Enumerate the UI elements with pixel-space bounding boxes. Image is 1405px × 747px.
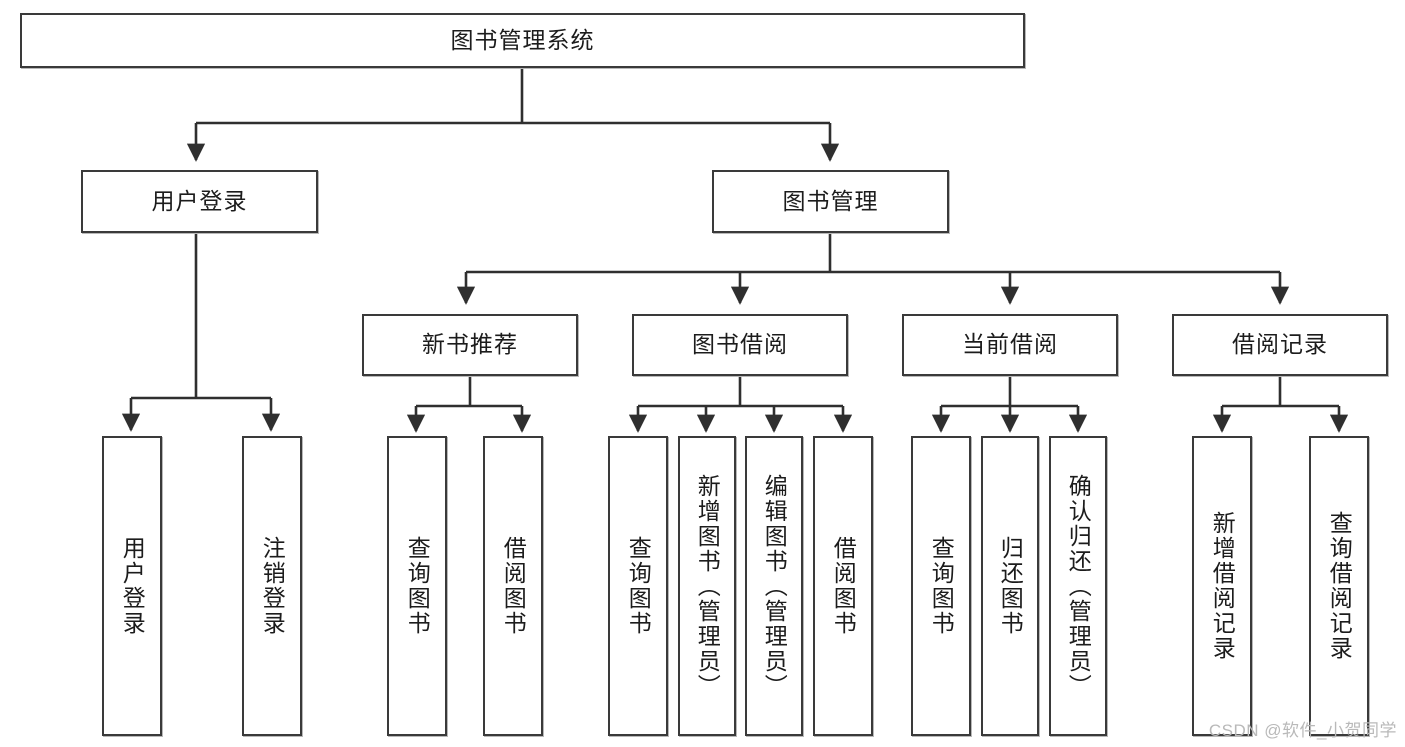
node-borrow-record[interactable]: 借阅记录 [1172, 314, 1388, 376]
leaf-book-borrow-add[interactable]: 新增图书（管理员） [678, 436, 736, 736]
node-user-login[interactable]: 用户登录 [81, 170, 318, 233]
leaf-current-borrow-query[interactable]: 查询图书 [911, 436, 971, 736]
leaf-current-borrow-confirm[interactable]: 确认归还（管理员） [1049, 436, 1107, 736]
node-book-borrow[interactable]: 图书借阅 [632, 314, 848, 376]
leaf-new-book-borrow[interactable]: 借阅图书 [483, 436, 543, 736]
node-new-book-recommend[interactable]: 新书推荐 [362, 314, 578, 376]
leaf-book-borrow-lend[interactable]: 借阅图书 [813, 436, 873, 736]
leaf-borrow-record-query[interactable]: 查询借阅记录 [1309, 436, 1369, 736]
node-book-management[interactable]: 图书管理 [712, 170, 949, 233]
leaf-borrow-record-add[interactable]: 新增借阅记录 [1192, 436, 1252, 736]
leaf-book-borrow-edit[interactable]: 编辑图书（管理员） [745, 436, 803, 736]
leaf-user-login-logout[interactable]: 注销登录 [242, 436, 302, 736]
csdn-watermark: CSDN @软件_小贺同学 [1208, 721, 1397, 740]
leaf-book-borrow-query[interactable]: 查询图书 [608, 436, 668, 736]
node-root-system[interactable]: 图书管理系统 [20, 13, 1025, 68]
leaf-current-borrow-return[interactable]: 归还图书 [981, 436, 1039, 736]
node-current-borrow[interactable]: 当前借阅 [902, 314, 1118, 376]
leaf-new-book-query[interactable]: 查询图书 [387, 436, 447, 736]
leaf-user-login-login[interactable]: 用户登录 [102, 436, 162, 736]
